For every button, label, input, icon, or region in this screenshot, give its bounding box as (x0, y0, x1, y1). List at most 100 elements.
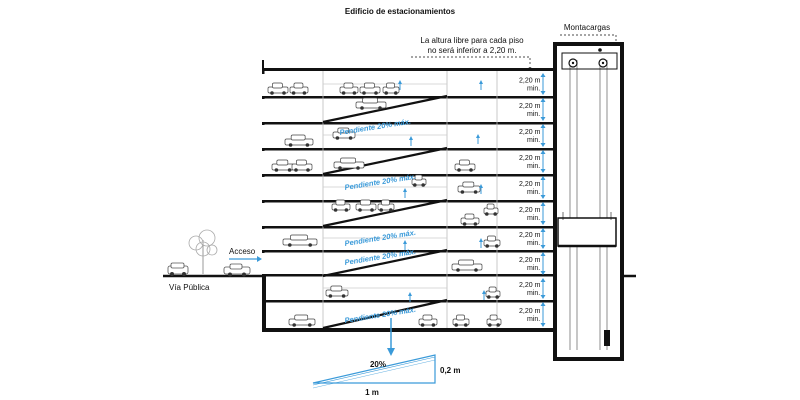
elevator-pit-slab (553, 357, 624, 361)
car-icon (483, 235, 501, 248)
slope-rise: 0,2 m (440, 366, 460, 375)
elevator-right-wall (620, 42, 624, 360)
wall-stub (262, 200, 265, 203)
floor-slab (262, 300, 553, 303)
slope-run: 1 m (365, 388, 379, 397)
clearance-unit: min. (527, 290, 540, 297)
ramp-label-1: Pendiente 20% máx. (339, 117, 412, 137)
slope-percent: 20% (370, 360, 386, 369)
clearance-value: 2,20 m (519, 78, 541, 85)
elevator-label: Montacargas (564, 23, 610, 32)
pulley-frame (561, 52, 618, 70)
clearance-unit: min. (527, 240, 540, 247)
clearance-unit: min. (527, 86, 540, 93)
floor-slab (262, 200, 553, 203)
car-icon (454, 159, 476, 172)
ramp (322, 146, 448, 176)
wall-stub (262, 276, 265, 279)
clearance-value: 2,20 m (519, 257, 541, 264)
elevator-leader (560, 34, 617, 44)
car-icon (282, 234, 318, 247)
wall-stub (262, 226, 265, 229)
clearance-unit: min. (527, 163, 540, 170)
floor-slab (262, 174, 553, 177)
clearance-note-leader (411, 56, 531, 66)
floor-slabs (262, 71, 553, 303)
clearance-value: 2,20 m (519, 207, 541, 214)
clearance-note-line2: no será inferior a 2,20 m. (428, 46, 517, 55)
elevator-left-wall (553, 42, 557, 360)
basement-floor-slab (262, 328, 556, 332)
car-icon (289, 82, 309, 95)
car-icon (382, 82, 400, 95)
car-icon (451, 259, 483, 272)
wall-stub (262, 96, 265, 99)
floor-slab (262, 274, 553, 277)
ramp (322, 198, 448, 228)
elevator-shaft (557, 52, 618, 350)
clearance-unit: min. (527, 189, 540, 196)
floor-slab (262, 250, 553, 253)
ramp (322, 248, 448, 278)
car-icon (485, 286, 501, 299)
car-icon (271, 159, 295, 172)
diagram-title: Edificio de estacionamientos (345, 7, 456, 16)
car-icon (339, 82, 359, 95)
car-icon (267, 82, 289, 95)
ramp-label-4: Pendiente 20% máx. (344, 305, 417, 325)
wall-stub (262, 71, 265, 74)
car-icon (291, 159, 313, 172)
elevator-cabin (557, 217, 617, 247)
clearance-note-dot (528, 67, 532, 71)
car-icon (288, 314, 316, 327)
car-icon (457, 181, 481, 194)
car-icon (418, 314, 438, 327)
car-icon (483, 203, 499, 216)
clearance-value: 2,20 m (519, 232, 541, 239)
car-icon (359, 82, 381, 95)
car-icon (377, 199, 395, 212)
tree-icon (188, 229, 218, 274)
clearance-value: 2,20 m (519, 308, 541, 315)
clearance-value: 2,20 m (519, 282, 541, 289)
roof-slab (262, 68, 553, 71)
car-icon (452, 314, 470, 327)
elevator-roof-slab (553, 42, 624, 46)
car-icon (331, 199, 351, 212)
clearance-value: 2,20 m (519, 129, 541, 136)
floor-slab (262, 226, 553, 229)
basement-left-wall (262, 276, 266, 331)
car-icon (284, 134, 314, 147)
roof-parapet (262, 60, 264, 70)
wall-stub (262, 148, 265, 151)
public-road-label: Vía Pública (169, 283, 210, 292)
wall-stub (262, 122, 265, 125)
floor-slab (262, 148, 553, 151)
floor-slab (264, 96, 553, 99)
ramp (322, 298, 448, 330)
clearance-value: 2,20 m (519, 155, 541, 162)
floor-slab (262, 122, 553, 125)
clearance-unit: min. (527, 316, 540, 323)
clearance-unit: min. (527, 111, 540, 118)
clearance-unit: min. (527, 137, 540, 144)
clearance-unit: min. (527, 265, 540, 272)
clearance-note-line1: La altura libre para cada piso (420, 36, 524, 45)
car-icon (355, 97, 387, 110)
elevator-leader-dot (598, 48, 602, 52)
ramps (322, 83, 448, 330)
car-icon (333, 157, 365, 170)
counterweight (604, 330, 610, 346)
access-car-icon (223, 263, 251, 277)
car-icon (460, 213, 480, 226)
wall-stub (262, 250, 265, 253)
clearance-value: 2,20 m (519, 181, 541, 188)
car-icon (486, 314, 502, 327)
ramp (322, 94, 448, 124)
clearance-value: 2,20 m (519, 103, 541, 110)
wall-stub (262, 174, 265, 177)
ramp-label-3: Pendiente 20% máx. (344, 228, 417, 248)
columns (322, 71, 498, 328)
